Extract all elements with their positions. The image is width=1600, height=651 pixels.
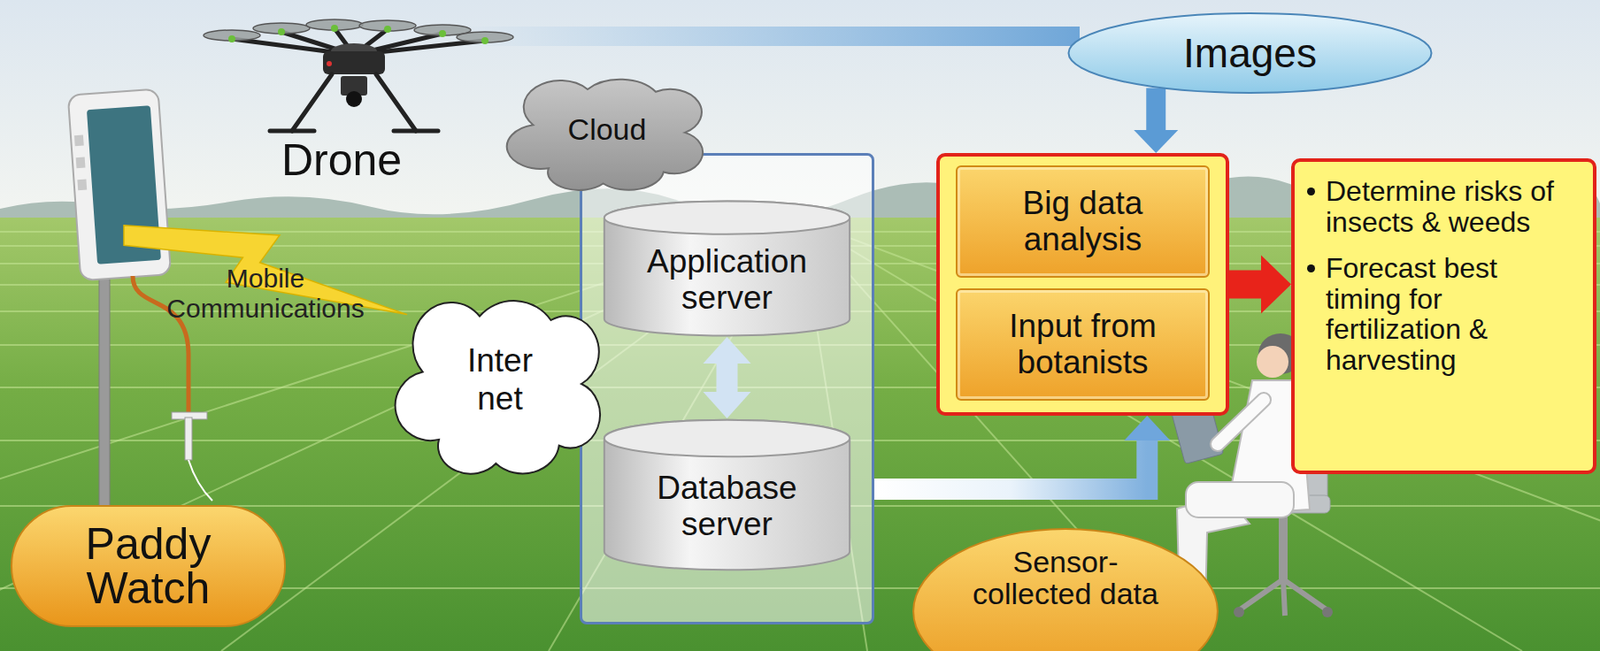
arrow-head [1133,130,1178,154]
text-area: Cloud [509,66,705,194]
data-ellipse: Sensor-collected data [911,527,1220,651]
drone-body [323,51,385,75]
cloud-panel: CloudApplication serverDatabase server [579,153,875,625]
result-text: Forecast best timing for fertilization &… [1325,253,1565,376]
node-text: Database server [621,470,834,543]
node-text: Inter net [451,342,549,418]
rotor-hub [438,30,447,38]
drone-camera [346,91,362,108]
rotor-hub [277,28,285,36]
connector-arrow [1133,88,1178,154]
connector-arrow [874,415,1170,490]
part-label: Drone [281,138,402,183]
server-cylinder: Database server [601,418,853,572]
drone-skid [269,129,315,134]
sensor-lead [188,460,213,501]
bullet-dot [1307,264,1316,273]
rotor-hub [228,35,236,43]
node-text: Images [1183,30,1317,77]
cloud-badge: Cloud [509,66,705,194]
ellipse-shape [913,529,1218,651]
arrow-shaft [1229,270,1262,300]
process-box: Input from botanists [955,288,1210,401]
result-text: Determine risks of insects & weeds [1325,176,1565,238]
cylinder-top [604,420,850,458]
text-area: Paddy Watch [12,507,285,626]
text-area: Mobile Communications [123,223,408,347]
chair-base [1238,579,1328,616]
drone-illustration [203,19,514,131]
text-area: Big data analysis [957,167,1208,277]
face [1256,346,1289,378]
drone-skid [393,129,439,134]
node-text: Sensor-collected data [972,546,1159,610]
drone-light [326,61,332,67]
text-area: Database server [601,418,853,572]
rotor-hub [384,25,392,33]
cloud-label: Cloud [568,113,647,147]
drone-leg [292,74,332,131]
internet-cloud: Inter net [398,280,602,480]
rotor-hub [481,37,489,45]
drone-legs [269,74,439,131]
analysis-panel: Big data analysisInput from botanists [936,153,1230,416]
node-text: Big data analysis [985,185,1181,258]
cloud-shape [507,79,703,191]
image-ellipse: Images [1066,12,1434,94]
text-area: Input from botanists [957,290,1208,400]
device-button [76,157,86,170]
cloud-shape [395,300,600,475]
rotor-hub [330,24,339,32]
chair-wheel [1233,607,1245,618]
node-text: Input from botanists [985,308,1181,381]
lap [1185,482,1294,518]
arrow-shaft [874,439,1147,490]
device-housing [68,89,171,282]
node-text: Paddy Watch [64,522,233,611]
arrow-head [1261,255,1292,315]
server-cylinder: Application server [601,200,853,338]
bullet-row: Forecast best timing for fertilization &… [1307,253,1583,376]
text-area: Determine risks of insects & weedsForeca… [1294,161,1593,471]
cylinder-body [604,201,850,337]
chair-wheel [1322,607,1333,618]
ellipse-shape [1068,13,1431,93]
connector-arrow [1229,255,1292,315]
device-panel [68,89,171,282]
device-label-pill: Paddy Watch [10,505,286,628]
device-button [74,135,85,147]
image-stream-bar [460,26,1080,47]
cylinder-body [604,420,850,571]
text-area: Application server [601,200,853,338]
rotor-hubs [228,24,489,45]
drone-leg [376,74,416,131]
bullet-dot [1307,187,1316,196]
wireless-bolt: Mobile Communications [123,223,408,347]
node-text: Application server [621,244,834,316]
drone-rotors [203,19,514,43]
text-area: Images [1066,12,1434,94]
cylinder-top [604,201,850,235]
chair-stem [1278,513,1288,580]
arrow-head [1123,415,1170,441]
process-box: Big data analysis [955,165,1210,278]
sensor-probe [184,417,193,461]
bullet-row: Determine risks of insects & weeds [1307,176,1583,238]
text-area: Inter net [398,280,602,480]
arrow-shaft [1146,88,1166,131]
node-text: Mobile Communications [149,263,382,325]
result-box: Determine risks of insects & weedsForeca… [1291,158,1597,475]
device-button [76,178,87,191]
text-area: Sensor-collected data [911,527,1220,651]
